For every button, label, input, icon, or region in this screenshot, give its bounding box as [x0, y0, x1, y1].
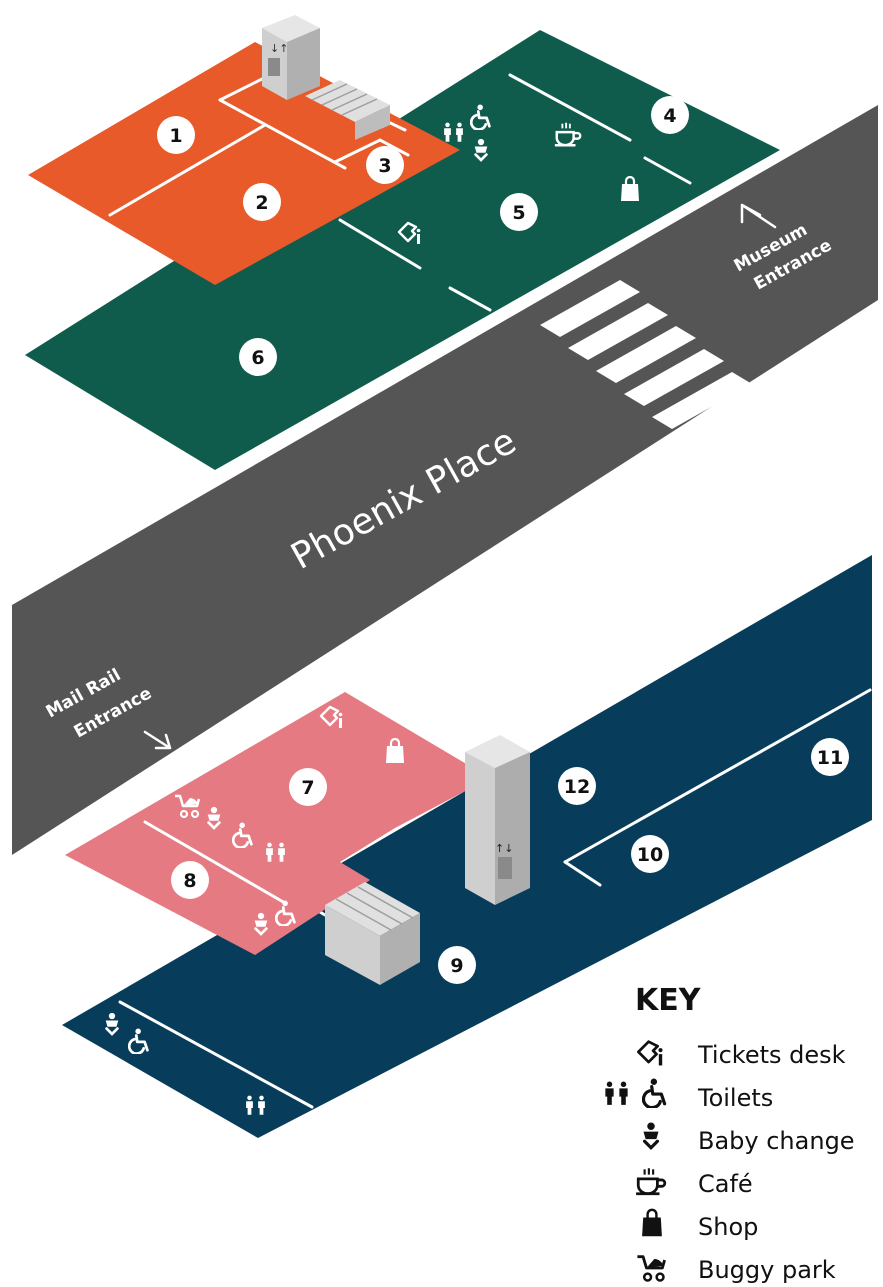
pink-dividers	[143, 820, 287, 905]
key-label-tickets-desk: Tickets desk	[697, 1041, 846, 1069]
floor-dividers	[338, 73, 692, 312]
toilets-icon	[619, 1081, 628, 1105]
area-marker-1[interactable]: 1	[157, 116, 195, 154]
arrow-down-right-icon	[143, 730, 172, 750]
key-label-cafe: Café	[698, 1170, 753, 1198]
area-marker-9[interactable]: 9	[438, 946, 476, 984]
svg-text:10: 10	[637, 844, 663, 866]
road: Phoenix Place	[12, 105, 878, 855]
area-marker-2[interactable]: 2	[243, 183, 281, 221]
toilets-icon	[605, 1081, 614, 1105]
svg-text:12: 12	[564, 776, 590, 798]
svg-text:↑↓: ↑↓	[495, 842, 513, 855]
lift-upper: ↓↑	[262, 15, 320, 100]
green-floor-area	[25, 30, 780, 470]
lift-lower: ↑↓	[465, 735, 530, 905]
museum-floor	[25, 30, 780, 470]
area-marker-5[interactable]: 5	[500, 193, 538, 231]
svg-text:3: 3	[378, 155, 391, 177]
key-title: KEY	[635, 983, 702, 1018]
svg-text:2: 2	[255, 192, 268, 214]
svg-text:7: 7	[301, 777, 314, 799]
area-marker-10[interactable]: 10	[631, 835, 669, 873]
svg-text:5: 5	[512, 202, 525, 224]
buggy-park-icon	[635, 1255, 667, 1282]
zebra-crossing	[540, 280, 780, 452]
key-label-shop: Shop	[698, 1213, 758, 1241]
svg-text:↓↑: ↓↑	[270, 42, 288, 55]
svg-text:6: 6	[251, 347, 264, 369]
stairs-lower	[325, 882, 420, 985]
key-label-baby-change: Baby change	[698, 1127, 855, 1155]
svg-text:11: 11	[817, 747, 843, 769]
map-key: KEY Tickets desk Toilets Baby change Caf…	[605, 983, 855, 1284]
area-marker-12[interactable]: 12	[558, 767, 596, 805]
pink-floor-area	[65, 692, 490, 955]
accessible-toilet-icon	[642, 1078, 667, 1108]
area-marker-4[interactable]: 4	[651, 96, 689, 134]
upper-floor: ↓↑	[28, 15, 460, 285]
key-label-buggy-park: Buggy park	[698, 1256, 836, 1284]
svg-text:9: 9	[450, 955, 463, 977]
shop-icon	[641, 1208, 663, 1238]
svg-text:1: 1	[169, 125, 182, 147]
key-label-toilets: Toilets	[697, 1084, 773, 1112]
svg-text:4: 4	[663, 105, 676, 127]
area-marker-3[interactable]: 3	[366, 146, 404, 184]
area-marker-11[interactable]: 11	[811, 738, 849, 776]
pink-floor: ↑↓	[65, 692, 530, 985]
cafe-icon	[634, 1166, 667, 1196]
stairs-upper	[305, 80, 390, 140]
baby-change-icon	[641, 1122, 661, 1150]
arrow-up-left-icon	[740, 203, 777, 229]
road-surface	[12, 105, 878, 855]
area-marker-6[interactable]: 6	[239, 338, 277, 376]
area-marker-8[interactable]: 8	[171, 861, 209, 899]
area-markers: 1 2 3 4 5 6 7 8 9 10 11 12	[157, 96, 849, 984]
area-marker-7[interactable]: 7	[289, 768, 327, 806]
svg-text:8: 8	[183, 870, 196, 892]
tickets-desk-icon	[637, 1040, 664, 1067]
